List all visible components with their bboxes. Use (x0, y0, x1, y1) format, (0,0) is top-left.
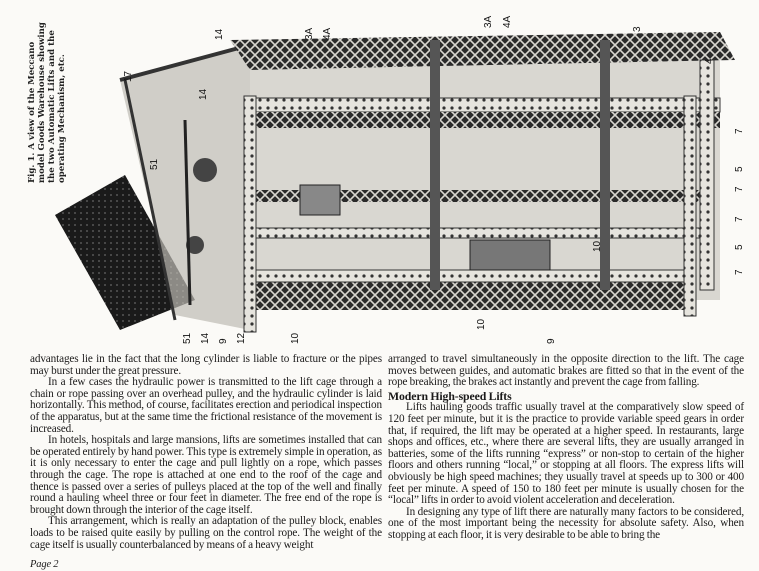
part-label: 9 (218, 338, 229, 344)
left-column: advantages lie in the fact that the long… (30, 353, 382, 571)
part-labels: 14 3A 4A 3A 4A 3 4 17 14 51 7 5 7 7 10 5… (123, 15, 745, 344)
part-label: 5 (734, 166, 745, 172)
meccano-warehouse-figure: 14 3A 4A 3A 4A 3 4 17 14 51 7 5 7 7 10 5… (27, 15, 745, 344)
paragraph: arranged to travel simultaneously in the… (388, 353, 744, 389)
part-label: 4A (502, 15, 513, 28)
part-label: 3A (304, 27, 315, 40)
right-column: arranged to travel simultaneously in the… (388, 353, 744, 542)
part-label: 10 (592, 240, 603, 252)
part-label: 3A (483, 15, 494, 28)
part-label: 51 (149, 158, 160, 170)
part-label: 4A (322, 27, 333, 40)
part-label: 7 (734, 128, 745, 134)
part-label: 7 (734, 216, 745, 222)
part-label: 14 (198, 88, 209, 100)
part-label: 14 (200, 332, 211, 344)
paragraph: In a few cases the hydraulic power is tr… (30, 376, 382, 435)
paragraph: This arrangement, which is really an ada… (30, 515, 382, 551)
paragraph: In designing any type of lift there are … (388, 505, 744, 541)
sloping-roof-panel (55, 175, 195, 330)
page-number: Page 2 (30, 559, 59, 571)
paragraph: In hotels, hospitals and large mansions,… (30, 434, 382, 516)
part-label: 10 (476, 318, 487, 330)
part-label: 9 (546, 338, 557, 344)
paragraph: advantages lie in the fact that the long… (30, 353, 382, 377)
part-label: 4 (704, 58, 715, 64)
part-label: 14 (214, 28, 225, 40)
part-label: 51 (182, 332, 193, 344)
part-label: 12 (236, 332, 247, 344)
section-heading: Modern High-speed Lifts (388, 388, 512, 403)
part-label: 7 (734, 269, 745, 275)
part-label: 10 (290, 332, 301, 344)
part-label: 5 (734, 244, 745, 250)
part-label: 7 (734, 186, 745, 192)
lift-cage (299, 184, 341, 216)
figure-caption: Fig. 1. A view of the Meccano model Good… (27, 22, 67, 183)
lift-cage (469, 239, 551, 271)
warehouse-model-illustration: 14 3A 4A 3A 4A 3 4 17 14 51 7 5 7 7 10 5… (55, 15, 745, 344)
part-label: 3 (632, 26, 643, 32)
paragraph: Lifts hauling goods traffic usually trav… (388, 401, 744, 507)
part-label: 17 (123, 70, 134, 82)
